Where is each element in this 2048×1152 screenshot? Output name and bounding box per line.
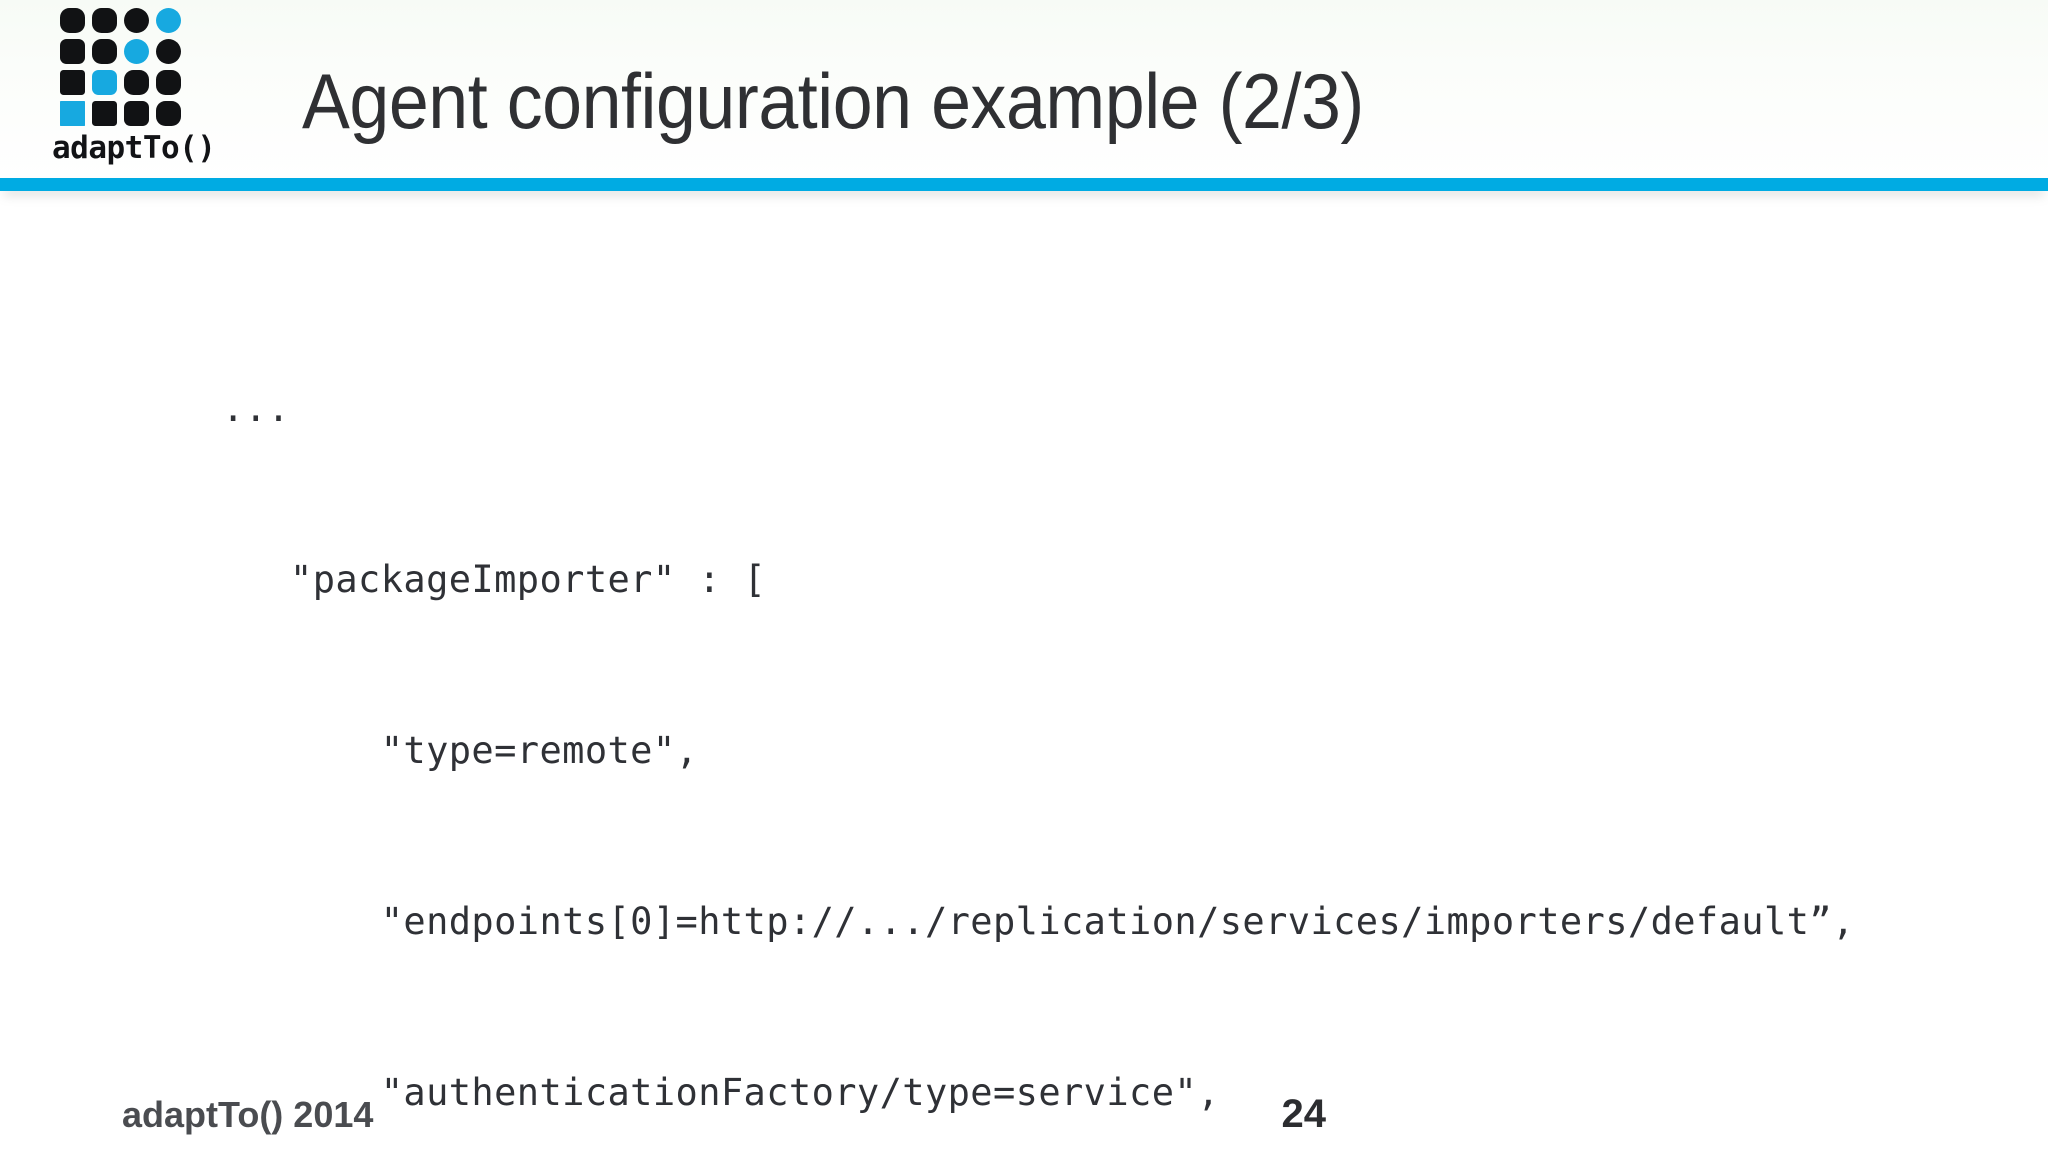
footer-brand-year: adaptTo() 2014 <box>122 1094 374 1135</box>
logo-dot-r2c3 <box>156 70 181 95</box>
logo-dot-r3c3 <box>156 101 181 126</box>
logo-dot-r1c0 <box>60 39 85 64</box>
logo-dot-r3c0-blue <box>60 101 85 126</box>
logo-dot-r1c1 <box>92 39 117 64</box>
logo-dot-r0c3-blue <box>156 8 181 33</box>
logo-dot-grid <box>60 8 184 128</box>
logo-dot-r2c1-blue <box>92 70 117 95</box>
code-line: ... <box>222 387 291 430</box>
code-line: "type=remote", <box>222 729 699 772</box>
adaptto-logo: adaptTo() <box>52 8 216 170</box>
logo-dot-r0c1 <box>92 8 117 33</box>
slide-header <box>0 0 2048 178</box>
logo-dot-r0c2 <box>124 8 149 33</box>
page-title: Agent configuration example (2/3) <box>302 57 1364 145</box>
code-line: "endpoints[0]=http://.../replication/ser… <box>222 900 1855 943</box>
code-block: ... "packageImporter" : [ "type=remote",… <box>222 266 1855 1152</box>
logo-dot-r0c0 <box>60 8 85 33</box>
logo-dot-r3c1 <box>92 101 117 126</box>
logo-dot-r3c2 <box>124 101 149 126</box>
page-number: 24 <box>1281 1092 1327 1136</box>
logo-wordmark: adaptTo() <box>52 130 216 166</box>
logo-dot-r2c2 <box>124 70 149 95</box>
logo-dot-r1c3 <box>156 39 181 64</box>
header-accent-rule <box>0 178 2048 191</box>
logo-dot-r2c0 <box>60 70 85 95</box>
code-line: "packageImporter" : [ <box>222 558 767 601</box>
code-line: "authenticationFactory/type=service", <box>222 1071 1220 1114</box>
logo-dot-r1c2-blue <box>124 39 149 64</box>
